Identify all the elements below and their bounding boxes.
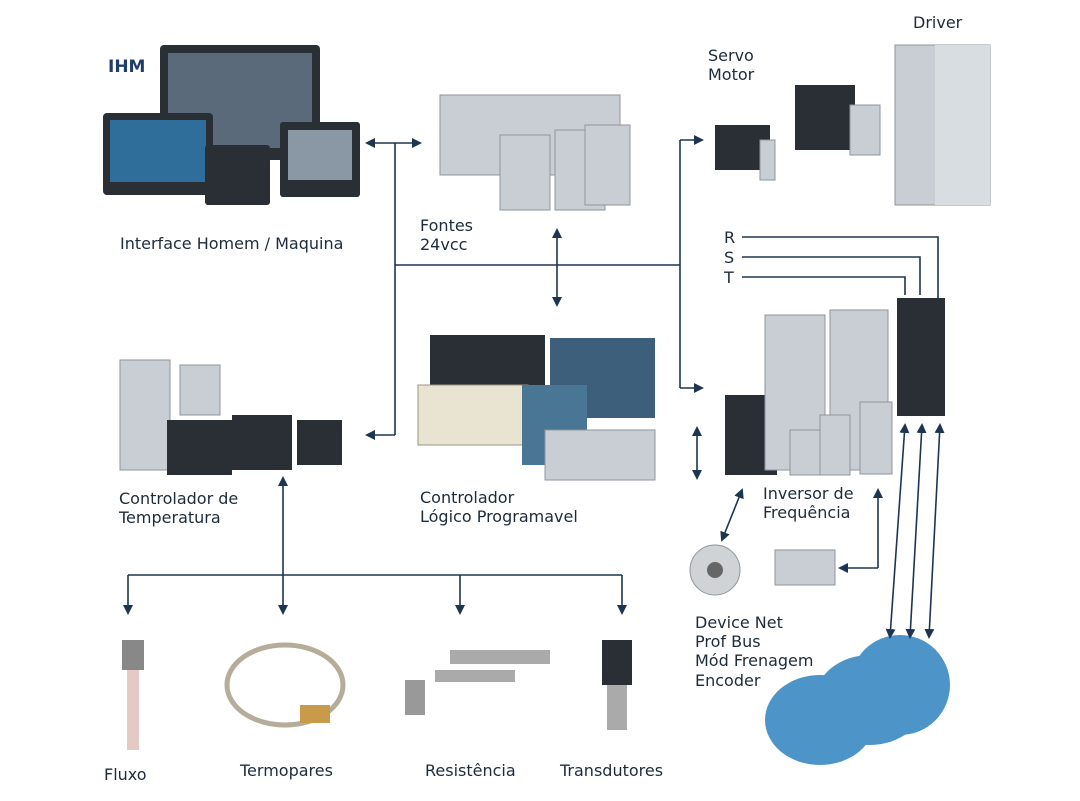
fluxo-label: Fluxo bbox=[104, 765, 147, 784]
fontes-label-2: 24vcc bbox=[420, 235, 467, 254]
module-image bbox=[774, 549, 836, 586]
transdutores-label: Transdutores bbox=[559, 761, 663, 780]
accessory-label-4: Encoder bbox=[695, 671, 761, 690]
accessory-label-2: Prof Bus bbox=[695, 632, 761, 651]
phase-t-label: T bbox=[723, 268, 734, 287]
servo-motor-image bbox=[715, 85, 881, 181]
inverter-label-1: Inversor de bbox=[763, 484, 854, 503]
ihm-title: IHM bbox=[108, 57, 145, 77]
inverter-image bbox=[725, 298, 945, 476]
clp-label-1: Controlador bbox=[420, 488, 515, 507]
heater-resistance-image bbox=[405, 650, 550, 715]
servo-label-2: Motor bbox=[708, 65, 755, 84]
phase-s-label: S bbox=[724, 248, 734, 267]
power-supply-image bbox=[439, 94, 631, 211]
plc-image bbox=[417, 335, 656, 481]
thermocouple-image bbox=[224, 642, 346, 728]
temperature-controller-image bbox=[119, 359, 342, 475]
temp-label-2: Temperatura bbox=[118, 508, 221, 527]
accessory-label-1: Device Net bbox=[695, 613, 783, 632]
flow-sensor-image bbox=[122, 640, 144, 750]
temp-label-1: Controlador de bbox=[119, 489, 238, 508]
termopares-label: Termopares bbox=[239, 761, 333, 780]
electric-motors-image bbox=[765, 635, 950, 765]
resistencia-label: Resistência bbox=[425, 761, 516, 780]
transducer-image bbox=[602, 640, 632, 730]
accessory-label-3: Mód Frenagem bbox=[695, 651, 813, 670]
inverter-label-2: Frequência bbox=[763, 503, 850, 522]
connection-lines bbox=[123, 135, 945, 639]
driver-label: Driver bbox=[913, 13, 963, 32]
phase-r-label: R bbox=[724, 228, 735, 247]
encoder-image bbox=[689, 544, 741, 596]
servo-label-1: Servo bbox=[708, 46, 754, 65]
hmi-image bbox=[103, 45, 360, 205]
ihm-label: Interface Homem / Maquina bbox=[120, 234, 343, 253]
fontes-label-1: Fontes bbox=[420, 216, 473, 235]
clp-label-2: Lógico Programavel bbox=[420, 507, 578, 526]
driver-image bbox=[894, 44, 991, 206]
